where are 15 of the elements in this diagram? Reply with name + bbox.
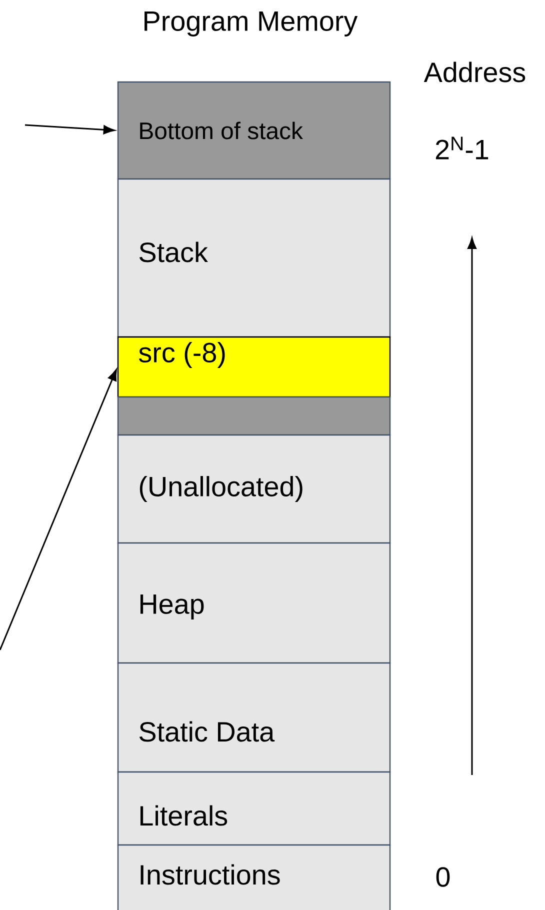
memory-segment-box: Heap — [117, 542, 391, 664]
empty-segment-box — [117, 396, 391, 436]
arrow — [0, 369, 117, 650]
memory-segment-box: Literals — [117, 771, 391, 846]
memory-segment-box: src (-8) — [117, 336, 391, 398]
memory-segment-box: Static Data — [117, 662, 391, 773]
arrow — [24, 124, 115, 134]
title: Program Memory — [144, 12, 358, 36]
address-value: 0 — [436, 867, 450, 887]
memory-segment-box: Bottom of stack — [117, 81, 391, 180]
memory-segment-box: Stack — [117, 178, 391, 338]
address-value: 2$^{N}$-1 — [436, 136, 488, 160]
address-label: Address — [424, 62, 526, 82]
memory-segment-box: (Unallocated) — [117, 434, 391, 544]
memory-segment-box: Instructions — [117, 844, 391, 910]
